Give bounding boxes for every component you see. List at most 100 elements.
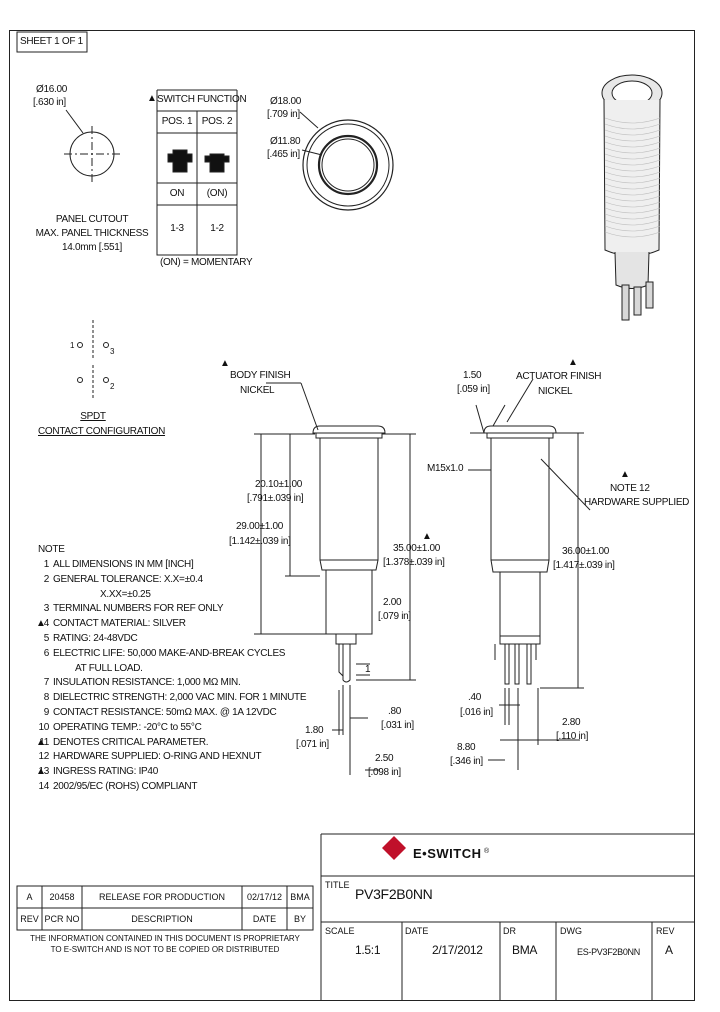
note-number: 14 [38, 781, 49, 792]
state-on: ON [169, 188, 185, 199]
rev-row-rev: A [26, 892, 33, 902]
note-text: OPERATING TEMP.: -20°C to 55°C [53, 722, 202, 733]
front-dim1-mm: 20.10±1.00 [255, 479, 302, 490]
terminal-3-label: 3 [110, 347, 115, 356]
sheet-label: SHEET 1 OF 1 [20, 36, 83, 47]
body-finish-label: BODY FINISH [230, 370, 291, 381]
rev-header-desc: DESCRIPTION [131, 914, 193, 924]
scale-value: 1.5:1 [355, 943, 381, 957]
rev-header-rev: REV [20, 914, 39, 924]
front-dim3-in: [1.378±.039 in] [383, 557, 445, 568]
actuator-finish-marker: ▲ [568, 357, 578, 368]
side-dim-e-mm: 8.80 [457, 742, 476, 753]
thickness-value: 14.0mm [.551] [61, 242, 123, 253]
cutout-dia-in: [.630 in] [33, 97, 66, 108]
rev-label: REV [656, 926, 675, 936]
rev-row-date: 02/17/12 [246, 892, 283, 902]
body-finish-value: NICKEL [240, 385, 275, 396]
momentary-note: (ON) = MOMENTARY [160, 257, 253, 268]
side-dim-e-in: [.346 in] [450, 756, 483, 767]
note-text: ELECTRIC LIFE: 50,000 MAKE-AND-BREAK CYC… [53, 648, 286, 659]
note-number: 10 [38, 722, 49, 733]
state-momentary: (ON) [206, 188, 228, 199]
terminal-label: 1 [365, 664, 371, 675]
panel-cutout-label: PANEL CUTOUT [55, 214, 129, 225]
front-dim3-mm: 35.00±1.00 [393, 543, 440, 554]
sheet-box [16, 31, 88, 53]
body-finish-marker: ▲ [220, 358, 230, 369]
side-dim-a-in: [.059 in] [457, 384, 490, 395]
rev-row-by: BMA [290, 892, 310, 902]
hw-label: HARDWARE SUPPLIED [584, 497, 690, 508]
note-number: 12 [38, 751, 49, 762]
note-critical-marker-icon: ▲ [36, 618, 46, 629]
switch-function-table [156, 89, 238, 256]
rev-value: A [665, 943, 673, 957]
front-dim1-in: [.791±.039 in] [247, 493, 304, 504]
thread-label: M15x1.0 [427, 463, 464, 474]
disclaimer-line-2: TO E-SWITCH AND IS NOT TO BE COPIED OR D… [50, 945, 280, 954]
outer-dia-mm: Ø18.00 [270, 96, 302, 107]
note-text: CONTACT MATERIAL: SILVER [53, 618, 186, 629]
title-label: TITLE [325, 880, 350, 890]
front-dim7-in: [.098 in] [368, 767, 401, 778]
note-number: 11 [39, 737, 49, 748]
note-text: TERMINAL NUMBERS FOR REF ONLY [53, 603, 224, 614]
actuator-finish-label: ACTUATOR FINISH [516, 371, 602, 382]
top-view-drawing [299, 111, 394, 211]
note-text: INGRESS RATING: IP40 [53, 766, 158, 777]
note-number: 5 [43, 633, 50, 644]
note-critical-marker-icon: ▲ [36, 766, 46, 777]
dr-value: BMA [512, 943, 538, 957]
side-dim-c-mm: .40 [468, 692, 482, 703]
scale-label: SCALE [325, 926, 355, 936]
spdt-label: SPDT [80, 411, 106, 422]
inner-dia-in: [.465 in] [267, 149, 300, 160]
note-number: 7 [43, 677, 50, 688]
note-number: 4 [43, 618, 50, 629]
pos1-header: POS. 1 [161, 116, 193, 127]
note-text: ALL DIMENSIONS IN MM [INCH] [53, 559, 194, 570]
inner-dia-mm: Ø11.80 [270, 136, 301, 147]
rev-header-pcr: PCR NO [44, 914, 80, 924]
note-number: 6 [43, 648, 50, 659]
side-dim-b-in: [1.417±.039 in] [553, 560, 615, 571]
title-value: PV3F2B0NN [355, 886, 433, 902]
dwg-label: DWG [560, 926, 582, 936]
note-text: GENERAL TOLERANCE: X.X=±0.4 [53, 574, 203, 585]
side-dim-d-mm: 2.80 [562, 717, 581, 728]
panel-cutout-drawing [64, 109, 120, 182]
dwg-value: ES-PV3F2B0NN [577, 947, 640, 957]
registered-mark: ® [484, 848, 489, 855]
note-text: RATING: 24-48VDC [53, 633, 138, 644]
rev-header-date: DATE [252, 914, 277, 924]
note-text: AT FULL LOAD. [75, 663, 143, 674]
product-3d-drawing [601, 74, 663, 321]
contact-config-label: CONTACT CONFIGURATION [38, 426, 166, 437]
note-text: DIELECTRIC STRENGTH: 2,000 VAC MIN. FOR … [53, 692, 307, 703]
pos2-header: POS. 2 [201, 116, 233, 127]
conn-1-2: 1-2 [210, 223, 224, 234]
date-label: DATE [405, 926, 429, 936]
front-dim7-mm: 2.50 [375, 753, 394, 764]
switch-function-title: SWITCH FUNCTION [157, 94, 247, 105]
outer-dia-in: [.709 in] [267, 109, 300, 120]
note-critical-marker-icon: ▲ [36, 737, 46, 748]
actuator-finish-value: NICKEL [538, 386, 573, 397]
side-view-drawing [468, 378, 591, 770]
note-text: CONTACT RESISTANCE: 50mΩ MAX. @ 1A 12VDC [53, 707, 277, 718]
hw-note: NOTE 12 [610, 483, 650, 494]
rev-header-by: BY [293, 914, 306, 924]
cutout-dia-mm: Ø16.00 [36, 84, 68, 95]
note-number: 2 [43, 574, 50, 585]
note-number: 13 [38, 766, 49, 777]
front-dim5-mm: .80 [388, 706, 402, 717]
note-number: 8 [43, 692, 50, 703]
front-dim2-mm: 29.00±1.00 [236, 521, 283, 532]
contact-config-drawing [77, 320, 109, 398]
side-dim-a-mm: 1.50 [463, 370, 482, 381]
notes-title: NOTE [38, 544, 65, 555]
front-dim5-in: [.031 in] [381, 720, 414, 731]
note-text: INSULATION RESISTANCE: 1,000 MΩ MIN. [53, 677, 241, 688]
